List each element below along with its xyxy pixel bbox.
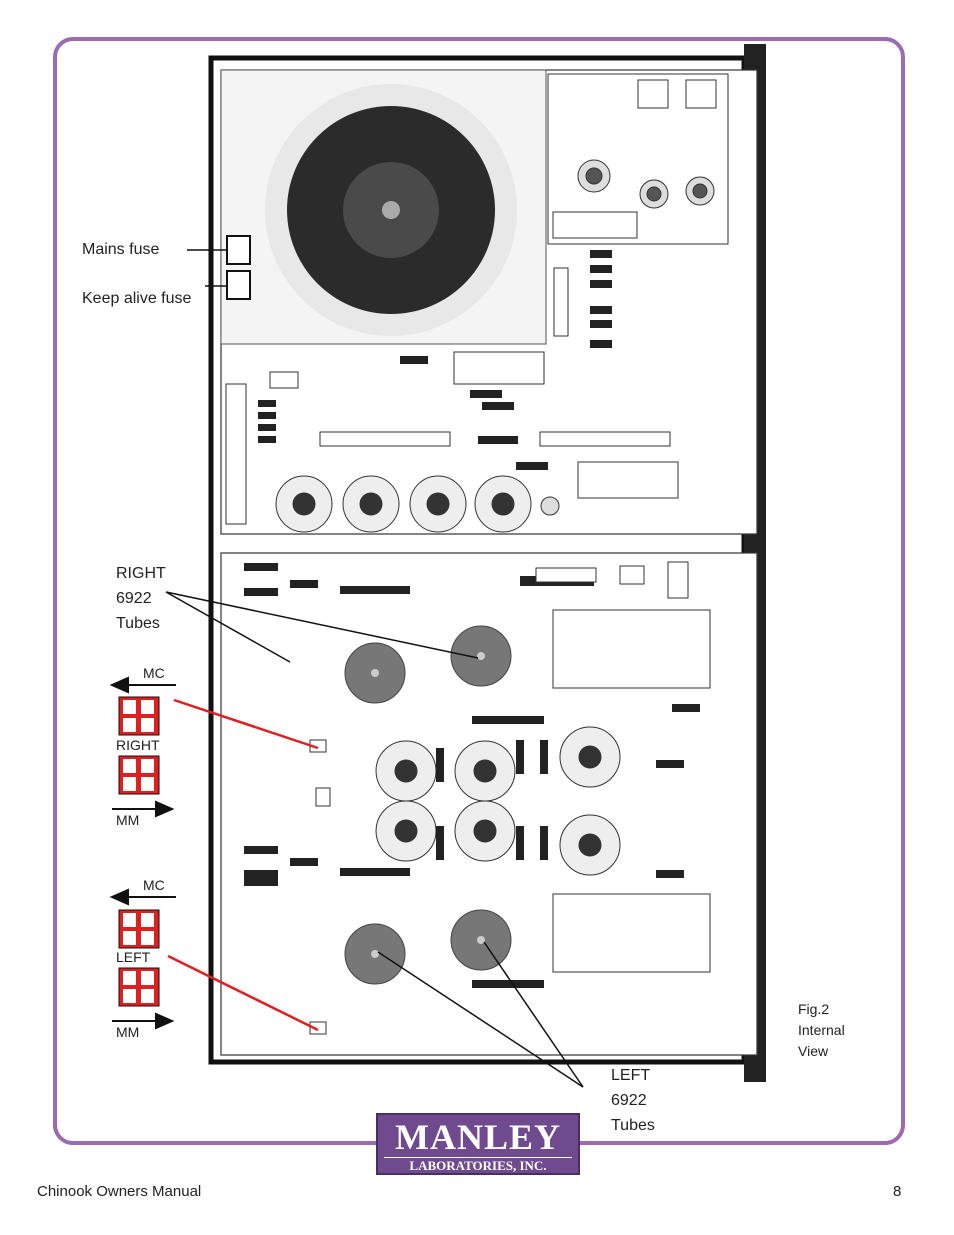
regulator-section [547, 73, 729, 337]
figure-caption-line-2: Internal [798, 1022, 845, 1038]
output-relays [552, 609, 711, 973]
mains-fuse-label: Mains fuse [82, 241, 160, 258]
figure-caption-line-3: View [798, 1043, 829, 1059]
figure-caption-line-1: Fig.2 [798, 1001, 830, 1017]
left-mm-switch-icon [118, 967, 160, 1007]
psu-small-resistors [258, 356, 548, 470]
right-tubes-line-3: Tubes [116, 615, 160, 632]
logo-subtitle: LABORATORIES, INC. [384, 1157, 572, 1174]
right-tubes-line-1: RIGHT [116, 565, 166, 582]
left-channel-label: LEFT [116, 949, 151, 965]
psu-filter-section [225, 351, 679, 533]
footer-page-number: 8 [893, 1183, 902, 1200]
left-tubes-line-3: Tubes [611, 1117, 655, 1134]
tube-leader-lines [165, 591, 584, 1088]
audio-small-parts [244, 563, 700, 988]
left-mm-label: MM [116, 1024, 140, 1040]
psu-resistor-row [590, 250, 612, 348]
footer-title: Chinook Owners Manual [37, 1183, 202, 1200]
right-tubes-line-2: 6922 [116, 590, 152, 607]
switch-pointer-lines [167, 698, 319, 1032]
logo-name: MANLEY [395, 1117, 561, 1157]
keep-alive-fuse-label: Keep alive fuse [82, 290, 192, 307]
power-transformer [265, 84, 517, 336]
coupling-capacitors [375, 726, 621, 876]
mm-arrow-icon [112, 800, 175, 1030]
mains-fuse [226, 235, 251, 265]
left-mc-label: MC [143, 877, 165, 893]
right-tubes-label: RIGHT 6922 Tubes [116, 561, 166, 636]
figure-caption: Fig.2 Internal View [798, 999, 845, 1062]
left-tubes-label: LEFT 6922 Tubes [611, 1063, 655, 1138]
manley-logo: MANLEY LABORATORIES, INC. [376, 1113, 580, 1175]
right-mc-switch-icon [118, 696, 160, 736]
left-tubes-line-1: LEFT [611, 1067, 651, 1084]
right-mm-label: MM [116, 812, 140, 828]
right-mm-switch-icon [118, 755, 160, 795]
left-mc-switch-icon [118, 909, 160, 949]
input-switches-board [309, 561, 689, 1035]
right-mc-label: MC [143, 665, 165, 681]
mc-arrow-icon [109, 676, 176, 906]
left-tubes-line-2: 6922 [611, 1092, 647, 1109]
right-channel-label: RIGHT [116, 737, 160, 753]
keep-alive-fuse [226, 270, 251, 300]
